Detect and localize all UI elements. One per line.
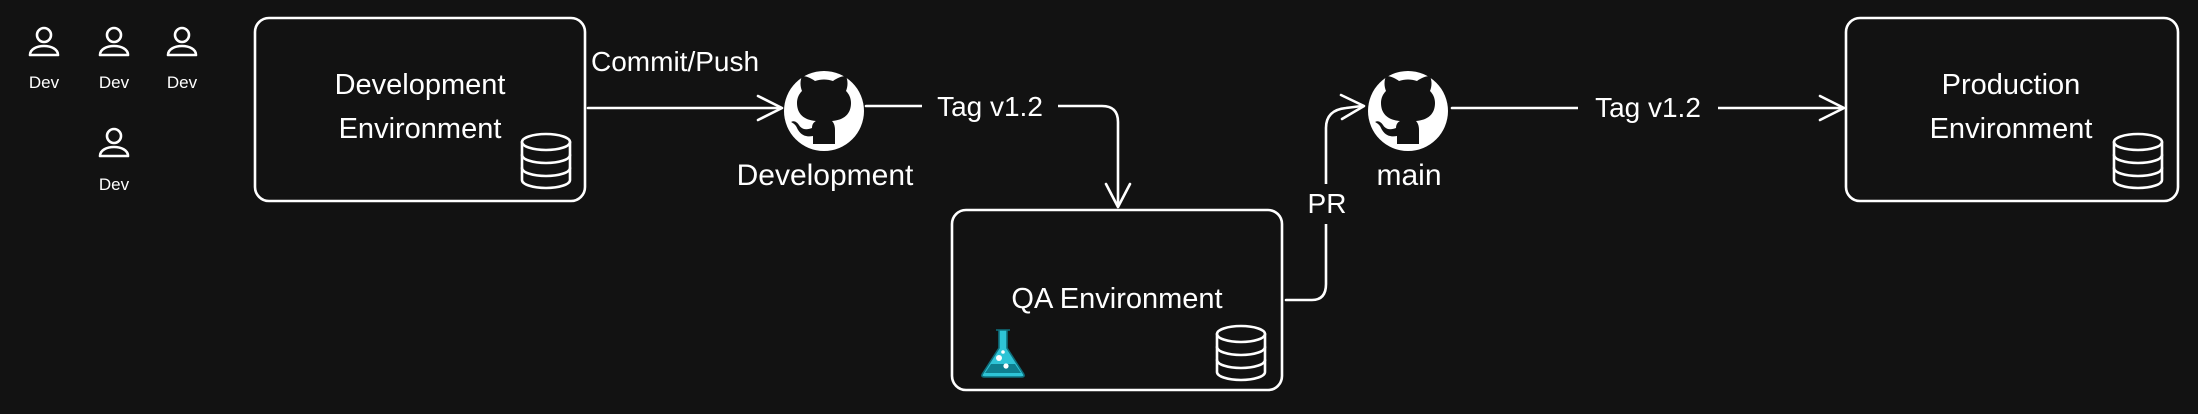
dev-user-3: Dev bbox=[166, 26, 198, 92]
commit-push-label: Commit/Push bbox=[591, 46, 759, 77]
qa-environment-box bbox=[950, 208, 1284, 392]
database-icon bbox=[1215, 324, 1267, 382]
user-icon bbox=[98, 127, 130, 158]
production-environment-label-line2: Environment bbox=[1930, 113, 2093, 145]
main-repository-label: main bbox=[1376, 159, 1441, 192]
developers-group: Dev Dev Dev Dev bbox=[28, 26, 198, 194]
pr-connector: PR bbox=[1284, 93, 1366, 302]
dev-user-2: Dev bbox=[98, 26, 130, 92]
dev-label-2: Dev bbox=[99, 73, 130, 92]
main-repository-node: main bbox=[1368, 71, 1448, 192]
qa-environment-node: QA Environment bbox=[950, 208, 1284, 392]
dev-user-1: Dev bbox=[28, 26, 60, 92]
development-environment-label-line1: Development bbox=[335, 69, 506, 101]
tag-to-prod-connector: Tag v1.2 bbox=[1450, 90, 1846, 126]
user-icon bbox=[28, 26, 60, 57]
development-environment-node: Development Environment bbox=[253, 16, 587, 203]
development-repository-label: Development bbox=[737, 159, 914, 192]
connectors: Commit/Push Tag v1.2 PR Tag v1.2 bbox=[586, 46, 1846, 302]
commit-push-connector: Commit/Push bbox=[586, 46, 784, 122]
tag-to-qa-label: Tag v1.2 bbox=[937, 91, 1043, 122]
dev-label-4: Dev bbox=[99, 175, 130, 194]
github-icon bbox=[784, 71, 864, 151]
pr-label: PR bbox=[1308, 188, 1347, 219]
development-environment-label-line2: Environment bbox=[339, 113, 502, 145]
flask-icon bbox=[981, 329, 1025, 378]
dev-label-1: Dev bbox=[29, 73, 60, 92]
production-environment-box bbox=[1844, 16, 2180, 203]
dev-label-3: Dev bbox=[167, 73, 198, 92]
tag-to-prod-label: Tag v1.2 bbox=[1595, 92, 1701, 123]
production-environment-node: Production Environment bbox=[1844, 16, 2180, 203]
development-repository-node: Development bbox=[737, 71, 914, 192]
production-environment-label-line1: Production bbox=[1942, 69, 2081, 101]
commit-push-arrowhead bbox=[756, 94, 784, 122]
github-icon bbox=[1368, 71, 1448, 151]
user-icon bbox=[98, 26, 130, 57]
database-icon bbox=[2112, 132, 2164, 190]
tag-to-qa-arrow bbox=[864, 104, 1120, 208]
qa-environment-label: QA Environment bbox=[1011, 283, 1222, 315]
dev-user-4: Dev bbox=[98, 127, 130, 194]
pr-arrowhead bbox=[1339, 93, 1366, 121]
tag-to-qa-connector: Tag v1.2 bbox=[864, 88, 1132, 209]
development-environment-box bbox=[253, 16, 587, 203]
tag-to-qa-arrowhead bbox=[1104, 182, 1132, 209]
user-icon bbox=[166, 26, 198, 57]
database-icon bbox=[520, 132, 572, 190]
tag-to-prod-arrowhead bbox=[1818, 94, 1846, 122]
